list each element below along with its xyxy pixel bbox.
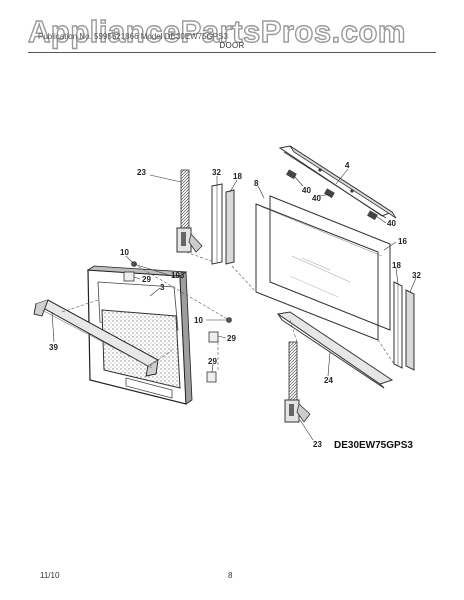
callout-40: 40	[302, 186, 311, 195]
watermark-logo: AppliancePartsPros.com	[27, 13, 406, 49]
callout-23: 23	[313, 440, 322, 449]
inner-glass-panel	[255, 195, 391, 341]
footer-page-number: 8	[228, 571, 233, 580]
callout-4: 4	[345, 161, 350, 170]
callout-23: 23	[137, 168, 146, 177]
callout-40: 40	[312, 194, 321, 203]
assembly-guide-lines	[61, 251, 395, 372]
callout-39: 39	[49, 343, 58, 352]
callout-24: 24	[324, 376, 333, 385]
header-rule	[28, 52, 436, 53]
bottom-door-trim	[276, 311, 394, 389]
section-title: DOOR	[219, 41, 245, 50]
callout-32: 32	[212, 168, 221, 177]
door-bracket	[123, 271, 219, 383]
callout-16: 16	[398, 237, 407, 246]
door-side-trim	[211, 183, 415, 371]
bracket-clip	[286, 169, 378, 221]
publication-line: Publication No. 5995521866 Model DE30EW7…	[38, 32, 228, 41]
model-number: DE30EW75GPS3	[334, 440, 413, 451]
callout-18: 18	[233, 172, 242, 181]
callout-18: 18	[392, 261, 401, 270]
callout-29: 29	[208, 357, 217, 366]
top-vent-bracket	[278, 145, 397, 219]
callout-10: 10	[194, 316, 203, 325]
door-handle	[33, 299, 160, 377]
callout-40: 40	[387, 219, 396, 228]
callout-8: 8	[254, 179, 259, 188]
door-hinge	[176, 169, 311, 423]
callout-leader-lines	[51, 168, 417, 441]
outer-door-panel	[86, 265, 193, 405]
callout-10: 10	[120, 248, 129, 257]
callout-29: 29	[142, 275, 151, 284]
footer-date: 11/10	[40, 571, 60, 580]
callout-193: 193	[171, 271, 185, 280]
callout-29: 29	[227, 334, 236, 343]
page-header: AppliancePartsPros.com Publication No. 5…	[27, 13, 436, 54]
callout-3: 3	[160, 283, 165, 292]
callout-32: 32	[412, 271, 421, 280]
